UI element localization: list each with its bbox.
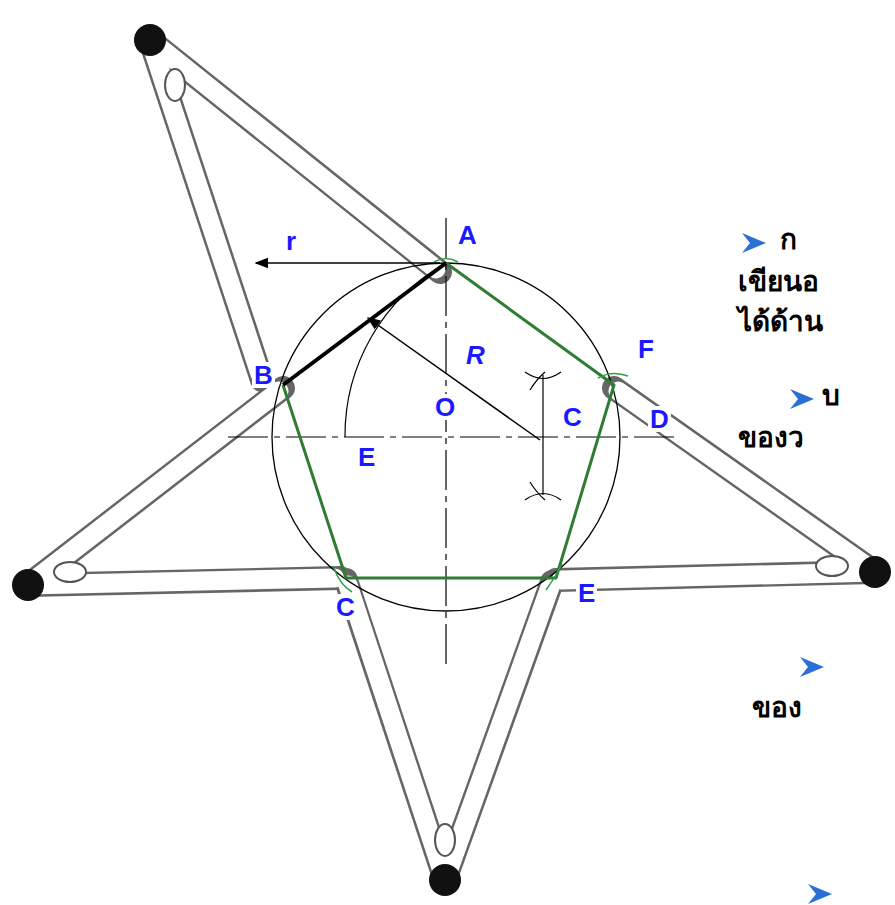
point-label: E <box>356 444 377 470</box>
point-label: C <box>561 404 584 430</box>
thai-text: ได้ด้าน <box>736 308 825 336</box>
point-label: A <box>456 222 479 248</box>
point-label: F <box>636 336 656 362</box>
radius-arrow <box>256 262 440 264</box>
radius-arrow <box>368 318 540 440</box>
center-line <box>228 218 680 665</box>
thai-text: ของ <box>750 694 804 722</box>
thai-text: บ <box>820 382 842 410</box>
point-label: O <box>433 394 457 420</box>
thai-text: เขียนอ <box>736 268 821 296</box>
thai-text: ก <box>778 226 799 254</box>
construction-arc <box>345 263 446 437</box>
point-label: E <box>576 580 597 606</box>
pentagon <box>283 259 628 593</box>
point-label: D <box>648 406 671 432</box>
radius-label: R <box>464 342 487 368</box>
radius-label: r <box>284 228 298 254</box>
point-label: C <box>334 594 357 620</box>
circumscribed-circle <box>272 263 620 611</box>
compass-illustration <box>12 24 891 896</box>
point-label: B <box>252 362 275 388</box>
bisector-arcs <box>525 372 561 500</box>
thai-text: ของว <box>736 424 806 452</box>
